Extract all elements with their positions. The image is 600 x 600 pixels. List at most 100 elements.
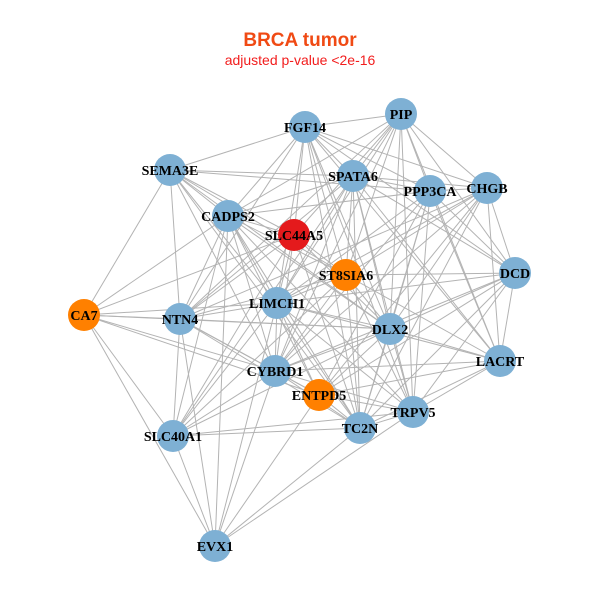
edge-SEMA3E-CYBRD1 <box>169 169 276 372</box>
edge-DCD-TC2N <box>359 272 516 429</box>
node-circle <box>212 200 244 232</box>
node-label: CA7 <box>70 309 97 324</box>
node-circle <box>344 412 376 444</box>
edge-FGF14-SLC44A5 <box>293 126 306 236</box>
edge-TRPV5-EVX1 <box>214 411 414 547</box>
node-label: NTN4 <box>162 313 199 328</box>
edge-LIMCH1-TRPV5 <box>276 302 414 413</box>
node-label: ENTPD5 <box>292 389 346 404</box>
edge-FGF14-PIP <box>304 113 402 128</box>
node-evx1[interactable]: EVX1 <box>197 530 234 562</box>
node-label: PIP <box>390 108 413 123</box>
node-chgb[interactable]: CHGB <box>466 172 508 204</box>
edge-PPP3CA-LACRT <box>429 190 501 362</box>
edge-CADPS2-CYBRD1 <box>227 215 276 372</box>
node-circle <box>68 299 100 331</box>
edge-SPATA6-LACRT <box>352 175 501 362</box>
node-pip[interactable]: PIP <box>385 98 417 130</box>
edge-ST8SIA6-CYBRD1 <box>274 274 347 372</box>
edge-FGF14-PPP3CA <box>304 126 431 192</box>
edge-CA7-EVX1 <box>83 314 216 547</box>
node-cybrd1[interactable]: CYBRD1 <box>247 355 304 387</box>
node-circle <box>164 303 196 335</box>
edge-PIP-NTN4 <box>179 113 402 320</box>
node-circle <box>397 396 429 428</box>
node-spata6[interactable]: SPATA6 <box>328 160 378 192</box>
edge-FGF14-CHGB <box>304 126 488 189</box>
node-ntn4[interactable]: NTN4 <box>162 303 199 335</box>
edge-NTN4-LIMCH1 <box>179 302 278 320</box>
node-dlx2[interactable]: DLX2 <box>372 313 409 345</box>
node-label: TRPV5 <box>390 406 435 421</box>
edge-SEMA3E-SPATA6 <box>169 169 354 177</box>
node-label: SLC44A5 <box>265 229 323 244</box>
node-circle <box>330 259 362 291</box>
node-slc44a5[interactable]: SLC44A5 <box>265 219 323 251</box>
edge-SPATA6-ST8SIA6 <box>345 175 354 276</box>
node-circle <box>374 313 406 345</box>
node-label: LACRT <box>476 355 525 370</box>
node-label: CHGB <box>466 182 507 197</box>
node-limch1[interactable]: LIMCH1 <box>249 287 305 319</box>
node-label: TC2N <box>342 422 379 437</box>
edge-CHGB-NTN4 <box>179 187 488 320</box>
node-circle <box>278 219 310 251</box>
edge-SLC40A1-EVX1 <box>172 435 216 547</box>
node-circle <box>337 160 369 192</box>
edge-SLC44A5-NTN4 <box>179 234 295 320</box>
edge-SPATA6-DCD <box>352 175 516 274</box>
edge-DLX2-TC2N <box>359 328 391 429</box>
edge-DLX2-CYBRD1 <box>274 328 391 372</box>
edge-LIMCH1-SLC40A1 <box>172 302 278 437</box>
node-sema3e[interactable]: SEMA3E <box>142 154 199 186</box>
node-st8sia6[interactable]: ST8SIA6 <box>319 259 373 291</box>
edge-SEMA3E-DLX2 <box>169 169 391 330</box>
node-entpd5[interactable]: ENTPD5 <box>292 379 346 411</box>
edge-LACRT-ENTPD5 <box>318 360 501 396</box>
node-lacrt[interactable]: LACRT <box>476 345 525 377</box>
node-circle <box>471 172 503 204</box>
edge-DCD-LIMCH1 <box>276 272 516 304</box>
edge-CHGB-CYBRD1 <box>274 187 488 372</box>
edge-SPATA6-CYBRD1 <box>274 175 354 372</box>
node-tc2n[interactable]: TC2N <box>342 412 379 444</box>
edge-PIP-LIMCH1 <box>276 113 402 304</box>
edge-FGF14-ST8SIA6 <box>304 126 347 276</box>
node-fgf14[interactable]: FGF14 <box>284 111 326 143</box>
edge-LACRT-TRPV5 <box>412 360 501 413</box>
edge-ENTPD5-EVX1 <box>214 394 320 547</box>
edge-CA7-SLC40A1 <box>83 314 174 437</box>
edge-SEMA3E-LIMCH1 <box>169 169 278 304</box>
node-ca7[interactable]: CA7 <box>68 299 100 331</box>
node-circle <box>199 530 231 562</box>
edge-ST8SIA6-TRPV5 <box>345 274 414 413</box>
edge-TC2N-EVX1 <box>214 427 361 547</box>
edge-SEMA3E-PPP3CA <box>169 169 431 192</box>
node-trpv5[interactable]: TRPV5 <box>390 396 436 428</box>
node-circle <box>157 420 189 452</box>
edge-CADPS2-NTN4 <box>179 215 229 320</box>
node-label: DLX2 <box>372 323 409 338</box>
edge-TC2N-SLC40A1 <box>172 427 361 437</box>
edge-FGF14-SEMA3E <box>169 126 306 171</box>
node-label: SEMA3E <box>142 164 199 179</box>
edge-FGF14-LIMCH1 <box>276 126 306 304</box>
edge-ST8SIA6-LACRT <box>345 274 501 362</box>
node-ppp3ca[interactable]: PPP3CA <box>404 175 458 207</box>
edge-CHGB-ENTPD5 <box>318 187 488 396</box>
edge-SEMA3E-CA7 <box>83 169 171 316</box>
edge-CADPS2-EVX1 <box>214 215 229 547</box>
edge-CYBRD1-TRPV5 <box>274 370 414 413</box>
edge-PIP-CADPS2 <box>227 113 402 217</box>
node-dcd[interactable]: DCD <box>499 257 531 289</box>
edge-SPATA6-TRPV5 <box>352 175 414 413</box>
node-label: SLC40A1 <box>144 430 202 445</box>
edge-CHGB-TC2N <box>359 187 488 429</box>
edge-ST8SIA6-SLC40A1 <box>172 274 347 437</box>
edge-TRPV5-SLC40A1 <box>172 411 414 437</box>
node-slc40a1[interactable]: SLC40A1 <box>144 420 202 452</box>
node-cadps2[interactable]: CADPS2 <box>201 200 255 232</box>
node-label: LIMCH1 <box>249 297 305 312</box>
edge-DCD-DLX2 <box>389 272 516 330</box>
